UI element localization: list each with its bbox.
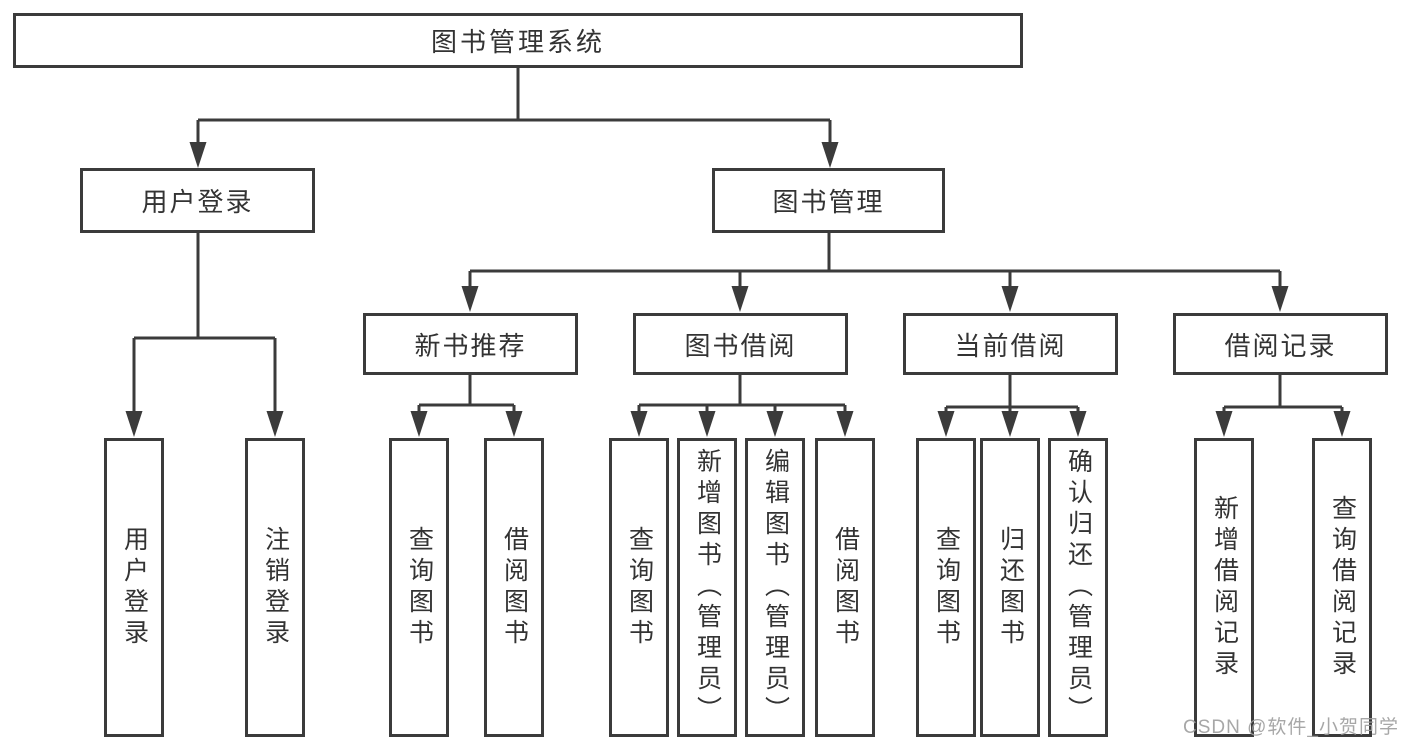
node-root: 图书管理系统: [13, 13, 1023, 68]
connector-root-to-level2: [189, 68, 839, 168]
leaf-return-books-label: 归还图书: [996, 525, 1025, 650]
connector-book-borrow-to-leaves: [630, 375, 854, 437]
node-book-borrowing: 图书借阅: [633, 313, 848, 375]
node-new-book-recommend: 新书推荐: [363, 313, 578, 375]
connector-borrow-record-to-leaves: [1215, 375, 1351, 437]
leaf-edit-books-admin-label: 编辑图书（管理员）: [761, 448, 790, 727]
connector-book-mgmt-to-level3: [461, 233, 1289, 312]
leaf-borrow-books-borrowing: 借阅图书: [815, 438, 875, 737]
leaf-logout-label: 注销登录: [261, 525, 290, 650]
connector-current-borrow-to-leaves: [937, 375, 1087, 437]
node-book-management: 图书管理: [712, 168, 945, 233]
node-user-login: 用户登录: [80, 168, 315, 233]
leaf-query-borrow-record: 查询借阅记录: [1312, 438, 1372, 737]
leaf-query-borrow-record-label: 查询借阅记录: [1328, 494, 1357, 681]
leaf-query-books-recommend-label: 查询图书: [405, 525, 434, 650]
leaf-borrow-books-borrowing-label: 借阅图书: [831, 525, 860, 650]
leaf-query-books-current-label: 查询图书: [932, 525, 961, 650]
leaf-edit-books-admin: 编辑图书（管理员）: [745, 438, 805, 737]
csdn-watermark: CSDN @软件_小贺同学: [1183, 717, 1399, 738]
connector-user-login-to-leaves: [125, 233, 284, 437]
leaf-add-books-admin-label: 新增图书（管理员）: [693, 448, 722, 727]
leaf-add-books-admin: 新增图书（管理员）: [677, 438, 737, 737]
leaf-borrow-books-recommend: 借阅图书: [484, 438, 544, 737]
leaf-query-books-borrowing-label: 查询图书: [625, 525, 654, 650]
leaf-query-books-borrowing: 查询图书: [609, 438, 669, 737]
leaf-borrow-books-recommend-label: 借阅图书: [500, 525, 529, 650]
leaf-user-login-label: 用户登录: [120, 525, 149, 650]
leaf-return-books: 归还图书: [980, 438, 1040, 737]
leaf-confirm-return-admin-label: 确认归还（管理员）: [1064, 448, 1093, 727]
leaf-add-borrow-record: 新增借阅记录: [1194, 438, 1254, 737]
leaf-query-books-current: 查询图书: [916, 438, 976, 737]
node-borrowing-records: 借阅记录: [1173, 313, 1388, 375]
leaf-query-books-recommend: 查询图书: [389, 438, 449, 737]
node-current-borrowing: 当前借阅: [903, 313, 1118, 375]
leaf-add-borrow-record-label: 新增借阅记录: [1210, 494, 1239, 681]
leaf-user-login: 用户登录: [104, 438, 164, 737]
leaf-logout: 注销登录: [245, 438, 305, 737]
connector-new-book-to-leaves: [410, 375, 523, 437]
leaf-confirm-return-admin: 确认归还（管理员）: [1048, 438, 1108, 737]
